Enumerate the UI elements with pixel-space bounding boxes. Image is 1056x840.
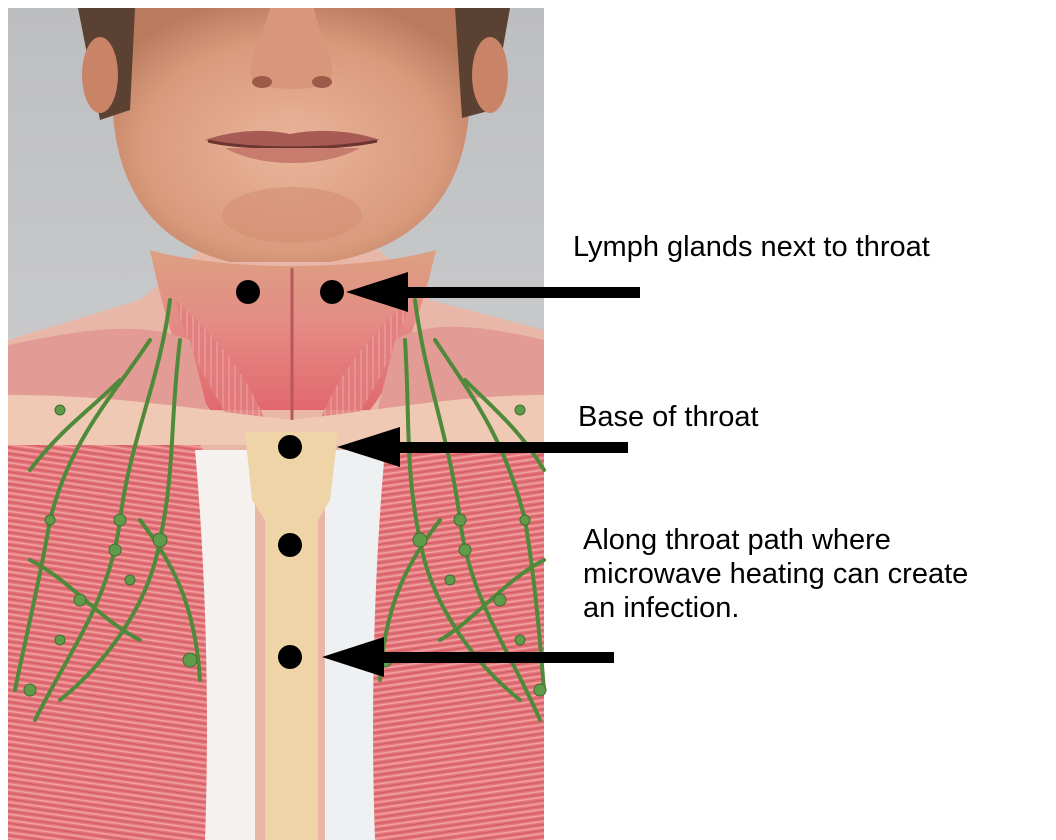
throat-base [278, 435, 302, 459]
throat-path-label-line: microwave heating can create [583, 557, 968, 591]
lymph-glands-label: Lymph glands next to throat [573, 230, 930, 264]
left-pectoral [8, 445, 215, 840]
throat-base-label: Base of throat [578, 400, 759, 434]
throat-path-label-line: Along throat path where [583, 523, 968, 557]
throat-path-label-line: an infection. [583, 591, 968, 625]
throat-path-label: Along throat path where microwave heatin… [583, 523, 968, 625]
lymph-gland-left [236, 280, 260, 304]
throat-path-upper [278, 533, 302, 557]
lymph-gland-right [320, 280, 344, 304]
throat-path-lower [278, 645, 302, 669]
